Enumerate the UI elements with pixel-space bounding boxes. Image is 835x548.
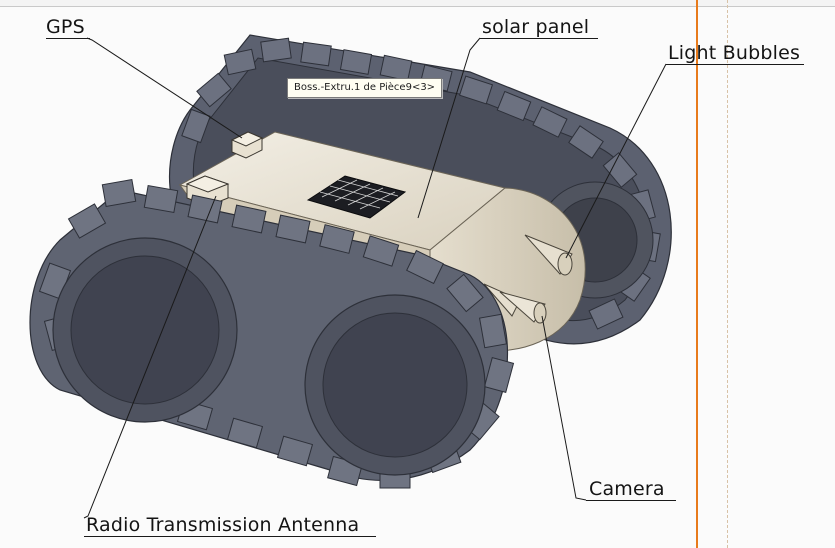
road-wheel-rear[interactable] xyxy=(304,294,486,476)
callout-solar-panel-underline xyxy=(480,38,598,39)
callout-light-bubbles-underline xyxy=(666,64,804,65)
callout-gps: GPS xyxy=(46,16,85,38)
callout-camera-underline xyxy=(586,500,676,501)
feature-tooltip: Boss.-Extru.1 de Pièce9<3> xyxy=(287,78,443,98)
sheet-margin-line xyxy=(727,0,728,548)
callout-camera: Camera xyxy=(589,478,665,500)
callout-gps-underline xyxy=(46,38,90,39)
sheet-top-border xyxy=(0,0,835,7)
light-bubble-cone[interactable] xyxy=(524,234,573,276)
callout-light-bubbles: Light Bubbles xyxy=(668,42,801,64)
callout-radio-antenna: Radio Transmission Antenna xyxy=(86,514,360,536)
callout-radio-antenna-underline xyxy=(84,536,376,537)
sheet-boundary-line xyxy=(696,0,698,548)
callout-solar-panel: solar panel xyxy=(482,16,590,38)
gps-module[interactable] xyxy=(230,131,264,159)
solar-panel-grid[interactable] xyxy=(306,175,407,219)
camera-cone[interactable] xyxy=(483,283,547,324)
road-wheel-front[interactable] xyxy=(52,237,238,423)
